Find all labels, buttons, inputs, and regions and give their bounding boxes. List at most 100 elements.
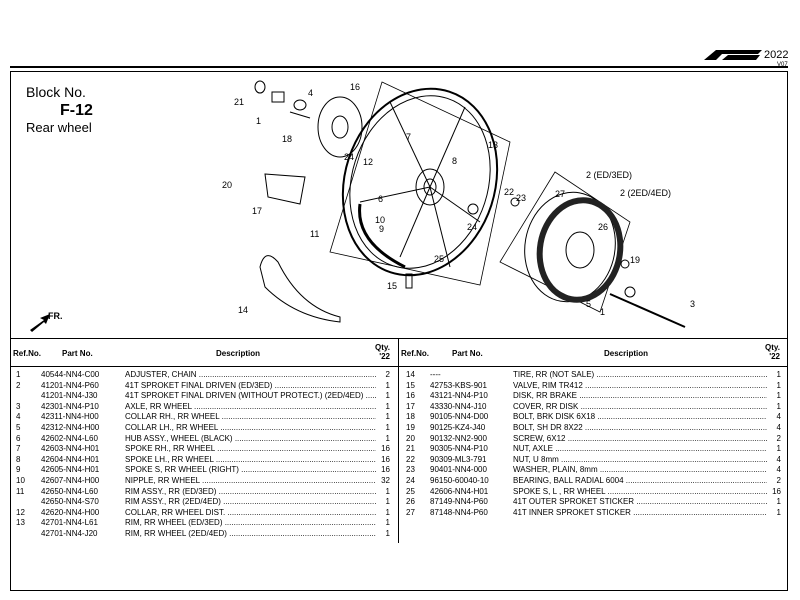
part-description: RIM ASSY., RR (ED/3ED) .................… bbox=[125, 486, 376, 496]
col-qty-year: '22 bbox=[769, 352, 780, 361]
callout-12: 12 bbox=[363, 157, 373, 167]
part-description: AXLE, RR WHEEL .........................… bbox=[125, 401, 376, 411]
table-column-divider bbox=[398, 338, 399, 543]
ref-number: 22 bbox=[406, 454, 415, 464]
version-label: V07 bbox=[777, 62, 788, 68]
ref-number: 5 bbox=[16, 423, 21, 432]
part-description: SPOKE LH., RR WHEEL ....................… bbox=[125, 454, 376, 464]
col-qty-year: '22 bbox=[379, 352, 390, 361]
part-description: COLLAR RH., RR WHEEL ...................… bbox=[125, 412, 376, 422]
ref-number: 25 bbox=[406, 486, 415, 496]
quantity: 1 bbox=[776, 401, 781, 412]
callout-22: 22 bbox=[504, 187, 514, 197]
quantity: 1 bbox=[776, 380, 781, 391]
part-description: 41T OUTER SPROKET STICKER ..............… bbox=[513, 497, 767, 507]
part-description: ADJUSTER, CHAIN ........................… bbox=[125, 370, 376, 379]
part-description: COVER, RR DISK .........................… bbox=[513, 401, 767, 411]
ref-number: 18 bbox=[406, 412, 415, 422]
col-desc-right: Description bbox=[604, 349, 649, 358]
quantity: 4 bbox=[776, 423, 781, 433]
callout-7: 7 bbox=[406, 132, 411, 142]
part-description: WASHER, PLAIN, 8mm .....................… bbox=[513, 465, 767, 475]
ref-number: 24 bbox=[406, 476, 415, 485]
col-part-right: Part No. bbox=[452, 349, 483, 358]
col-desc-left: Description bbox=[216, 349, 261, 358]
ref-number: 9 bbox=[16, 465, 21, 475]
part-description: HUB ASSY., WHEEL (BLACK) ...............… bbox=[125, 433, 376, 443]
block-number-label: Block No. bbox=[26, 84, 86, 100]
front-arrow-icon bbox=[30, 314, 50, 332]
quantity: 1 bbox=[776, 507, 781, 518]
callout-15: 15 bbox=[387, 281, 397, 291]
quantity: 16 bbox=[772, 486, 781, 497]
quantity: 1 bbox=[776, 370, 781, 380]
part-number: 42606-NN4-H01 bbox=[430, 486, 489, 496]
part-number: 40544-NN4-C00 bbox=[41, 370, 100, 379]
part-description: BOLT, SH DR 8X22 .......................… bbox=[513, 423, 767, 432]
ref-number: 11 bbox=[16, 486, 25, 496]
callout-1b: 1 bbox=[600, 307, 605, 317]
part-description: NIPPLE, RR WHEEL .......................… bbox=[125, 476, 376, 485]
part-description: NUT, U 8mm .............................… bbox=[513, 454, 767, 464]
part-number: 42604-NN4-H01 bbox=[41, 454, 100, 464]
part-number: 87148-NN4-P60 bbox=[430, 507, 488, 517]
part-description: DISK, RR BRAKE .........................… bbox=[513, 391, 767, 401]
part-number: 90132-NN2-900 bbox=[430, 433, 487, 443]
callout-2-2ed: 2 (2ED/4ED) bbox=[620, 188, 671, 198]
table-top-rule bbox=[10, 338, 788, 339]
part-description: SCREW, 6X12 ............................… bbox=[513, 433, 767, 443]
part-number: 43330-NN4-J10 bbox=[430, 401, 487, 411]
quantity: 1 bbox=[385, 423, 390, 433]
table-row: 9 42605-NN4-H01 SPOKE S, RR WHEEL (RIGHT) … bbox=[16, 465, 390, 476]
part-description: COLLAR, RR WHEEL DIST. .................… bbox=[125, 507, 376, 517]
callout-24b: 24 bbox=[467, 222, 477, 232]
part-number: 42603-NN4-H01 bbox=[41, 444, 100, 454]
ref-number: 17 bbox=[406, 401, 415, 411]
ref-number: 3 bbox=[16, 401, 21, 411]
table-row: 23 90401-NN4-000 WASHER, PLAIN, 8mm ......… bbox=[406, 465, 781, 476]
part-number: 87149-NN4-P60 bbox=[430, 497, 488, 507]
callout-10: 10 bbox=[375, 215, 385, 225]
ref-number: 27 bbox=[406, 507, 415, 517]
callout-3: 3 bbox=[690, 299, 695, 309]
part-description: SPOKE S, L , RR WHEEL ..................… bbox=[513, 486, 767, 496]
callout-11: 11 bbox=[310, 229, 319, 239]
part-number: 42620-NN4-H00 bbox=[41, 507, 100, 517]
block-title: Rear wheel bbox=[26, 120, 92, 135]
part-description: BEARING, BALL RADIAL 6004 ..............… bbox=[513, 476, 767, 485]
ref-number: 21 bbox=[406, 444, 415, 454]
part-description: TIRE, RR (NOT SALE) ....................… bbox=[513, 370, 767, 379]
col-ref-right: Ref.No. bbox=[401, 349, 429, 358]
quantity: 1 bbox=[385, 380, 390, 391]
callout-27: 27 bbox=[555, 189, 565, 199]
table-row: 25 42606-NN4-H01 SPOKE S, L , RR WHEEL ...… bbox=[406, 486, 781, 497]
callout-13: 13 bbox=[488, 140, 498, 150]
ref-number: 26 bbox=[406, 497, 415, 507]
part-description: SPOKE S, RR WHEEL (RIGHT) ..............… bbox=[125, 465, 376, 475]
ref-number: 23 bbox=[406, 465, 415, 475]
part-number: 90401-NN4-000 bbox=[430, 465, 487, 475]
ref-number: 15 bbox=[406, 380, 415, 390]
part-description: COLLAR LH., RR WHEEL ...................… bbox=[125, 423, 376, 432]
ref-number: 6 bbox=[16, 433, 21, 443]
callout-23: 23 bbox=[516, 193, 526, 203]
part-number: 42605-NN4-H01 bbox=[41, 465, 100, 475]
table-row: 26 87149-NN4-P60 41T OUTER SPROKET STICKER… bbox=[406, 497, 781, 508]
table-header-rule bbox=[10, 366, 788, 367]
ref-number: 10 bbox=[16, 476, 25, 485]
callout-8: 8 bbox=[452, 156, 457, 166]
page-frame bbox=[10, 71, 788, 591]
